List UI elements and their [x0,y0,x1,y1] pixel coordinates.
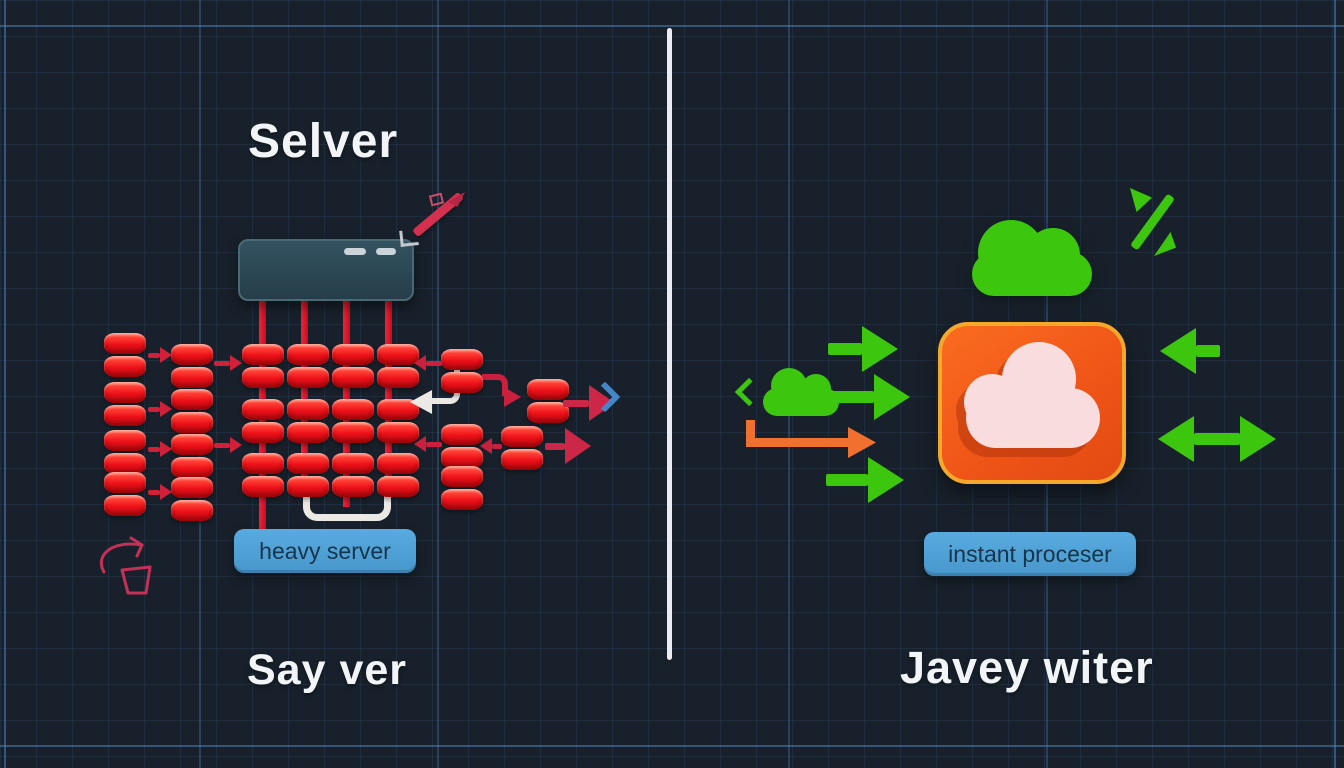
arrow-right-icon [563,385,615,421]
left-panel-title: Selver [248,115,399,168]
arrow-right-icon [545,428,591,464]
database-cylinder-icon [377,453,419,497]
database-cylinder-icon [441,424,483,468]
panel-divider [667,28,672,660]
slash-icon [1122,188,1186,258]
database-cylinder-icon [242,344,284,388]
right-label-text: instant proceser [948,540,1112,567]
right-label-chip: instant proceser [924,532,1136,576]
database-cylinder-icon [287,453,329,497]
arrow-right-icon [826,457,904,503]
frame-line [0,25,1344,27]
arrow-left-icon [414,355,442,371]
left-label-text: heavy server [259,537,391,564]
database-cylinder-icon [441,466,483,510]
database-cylinder-icon [332,344,374,388]
grid-major-line [437,0,439,768]
database-cylinder-icon [501,426,543,470]
arrow-right-icon [214,355,242,371]
u-bracket-icon [303,476,391,521]
database-cylinder-icon [104,472,146,516]
database-cylinder-icon [104,382,146,426]
frame-line [0,745,1344,747]
server-led [376,248,396,255]
elbow-arrow-icon [746,420,755,447]
database-cylinder-icon [104,333,146,377]
arrow-left-icon [414,436,442,452]
left-panel-caption: Say ver [247,646,408,694]
database-cylinder-icon [377,399,419,443]
database-cylinder-icon [377,344,419,388]
curved-arrow-doodle-icon [100,536,152,595]
chevron-left-icon [734,377,764,407]
database-cylinder-icon [332,453,374,497]
pencil-icon [396,188,476,258]
database-cylinder-icon [332,399,374,443]
connector-line [385,300,392,476]
arrow-right-icon [504,387,521,407]
pink-cloud-icon [956,340,1108,452]
double-arrow-icon [1158,416,1276,462]
database-cylinder-icon [171,434,213,478]
elbow-arrow-shaft [746,438,852,447]
frame-line [4,0,6,768]
right-panel-caption: Javey witer [900,642,1154,693]
database-cylinder-icon [242,453,284,497]
server-led [344,248,366,255]
frame-line [1334,0,1336,768]
arrow-right-icon [148,484,172,500]
database-cylinder-icon [527,379,569,423]
cloud-icon [763,366,839,416]
database-cylinder-icon [171,344,213,388]
arrow-right-icon [848,427,876,458]
database-cylinder-icon [441,349,483,393]
arrow-left-icon [480,438,502,454]
database-cylinder-icon [287,344,329,388]
left-label-chip: heavy server [234,529,416,573]
arrow-left-icon [1160,328,1220,374]
connector-line [301,300,308,476]
database-cylinder-icon [287,399,329,443]
elbow-connector [482,374,508,396]
arrow-right-icon [214,437,242,453]
database-cylinder-icon [171,389,213,433]
server-box-icon [238,239,414,301]
arrow-right-icon [828,326,898,372]
database-cylinder-icon [171,477,213,521]
database-cylinder-icon [104,430,146,474]
cloud-icon [972,212,1092,296]
arrow-right-icon [148,441,172,457]
arrow-right-icon [148,347,172,363]
database-cylinder-icon [242,399,284,443]
arrow-right-icon [148,401,172,417]
